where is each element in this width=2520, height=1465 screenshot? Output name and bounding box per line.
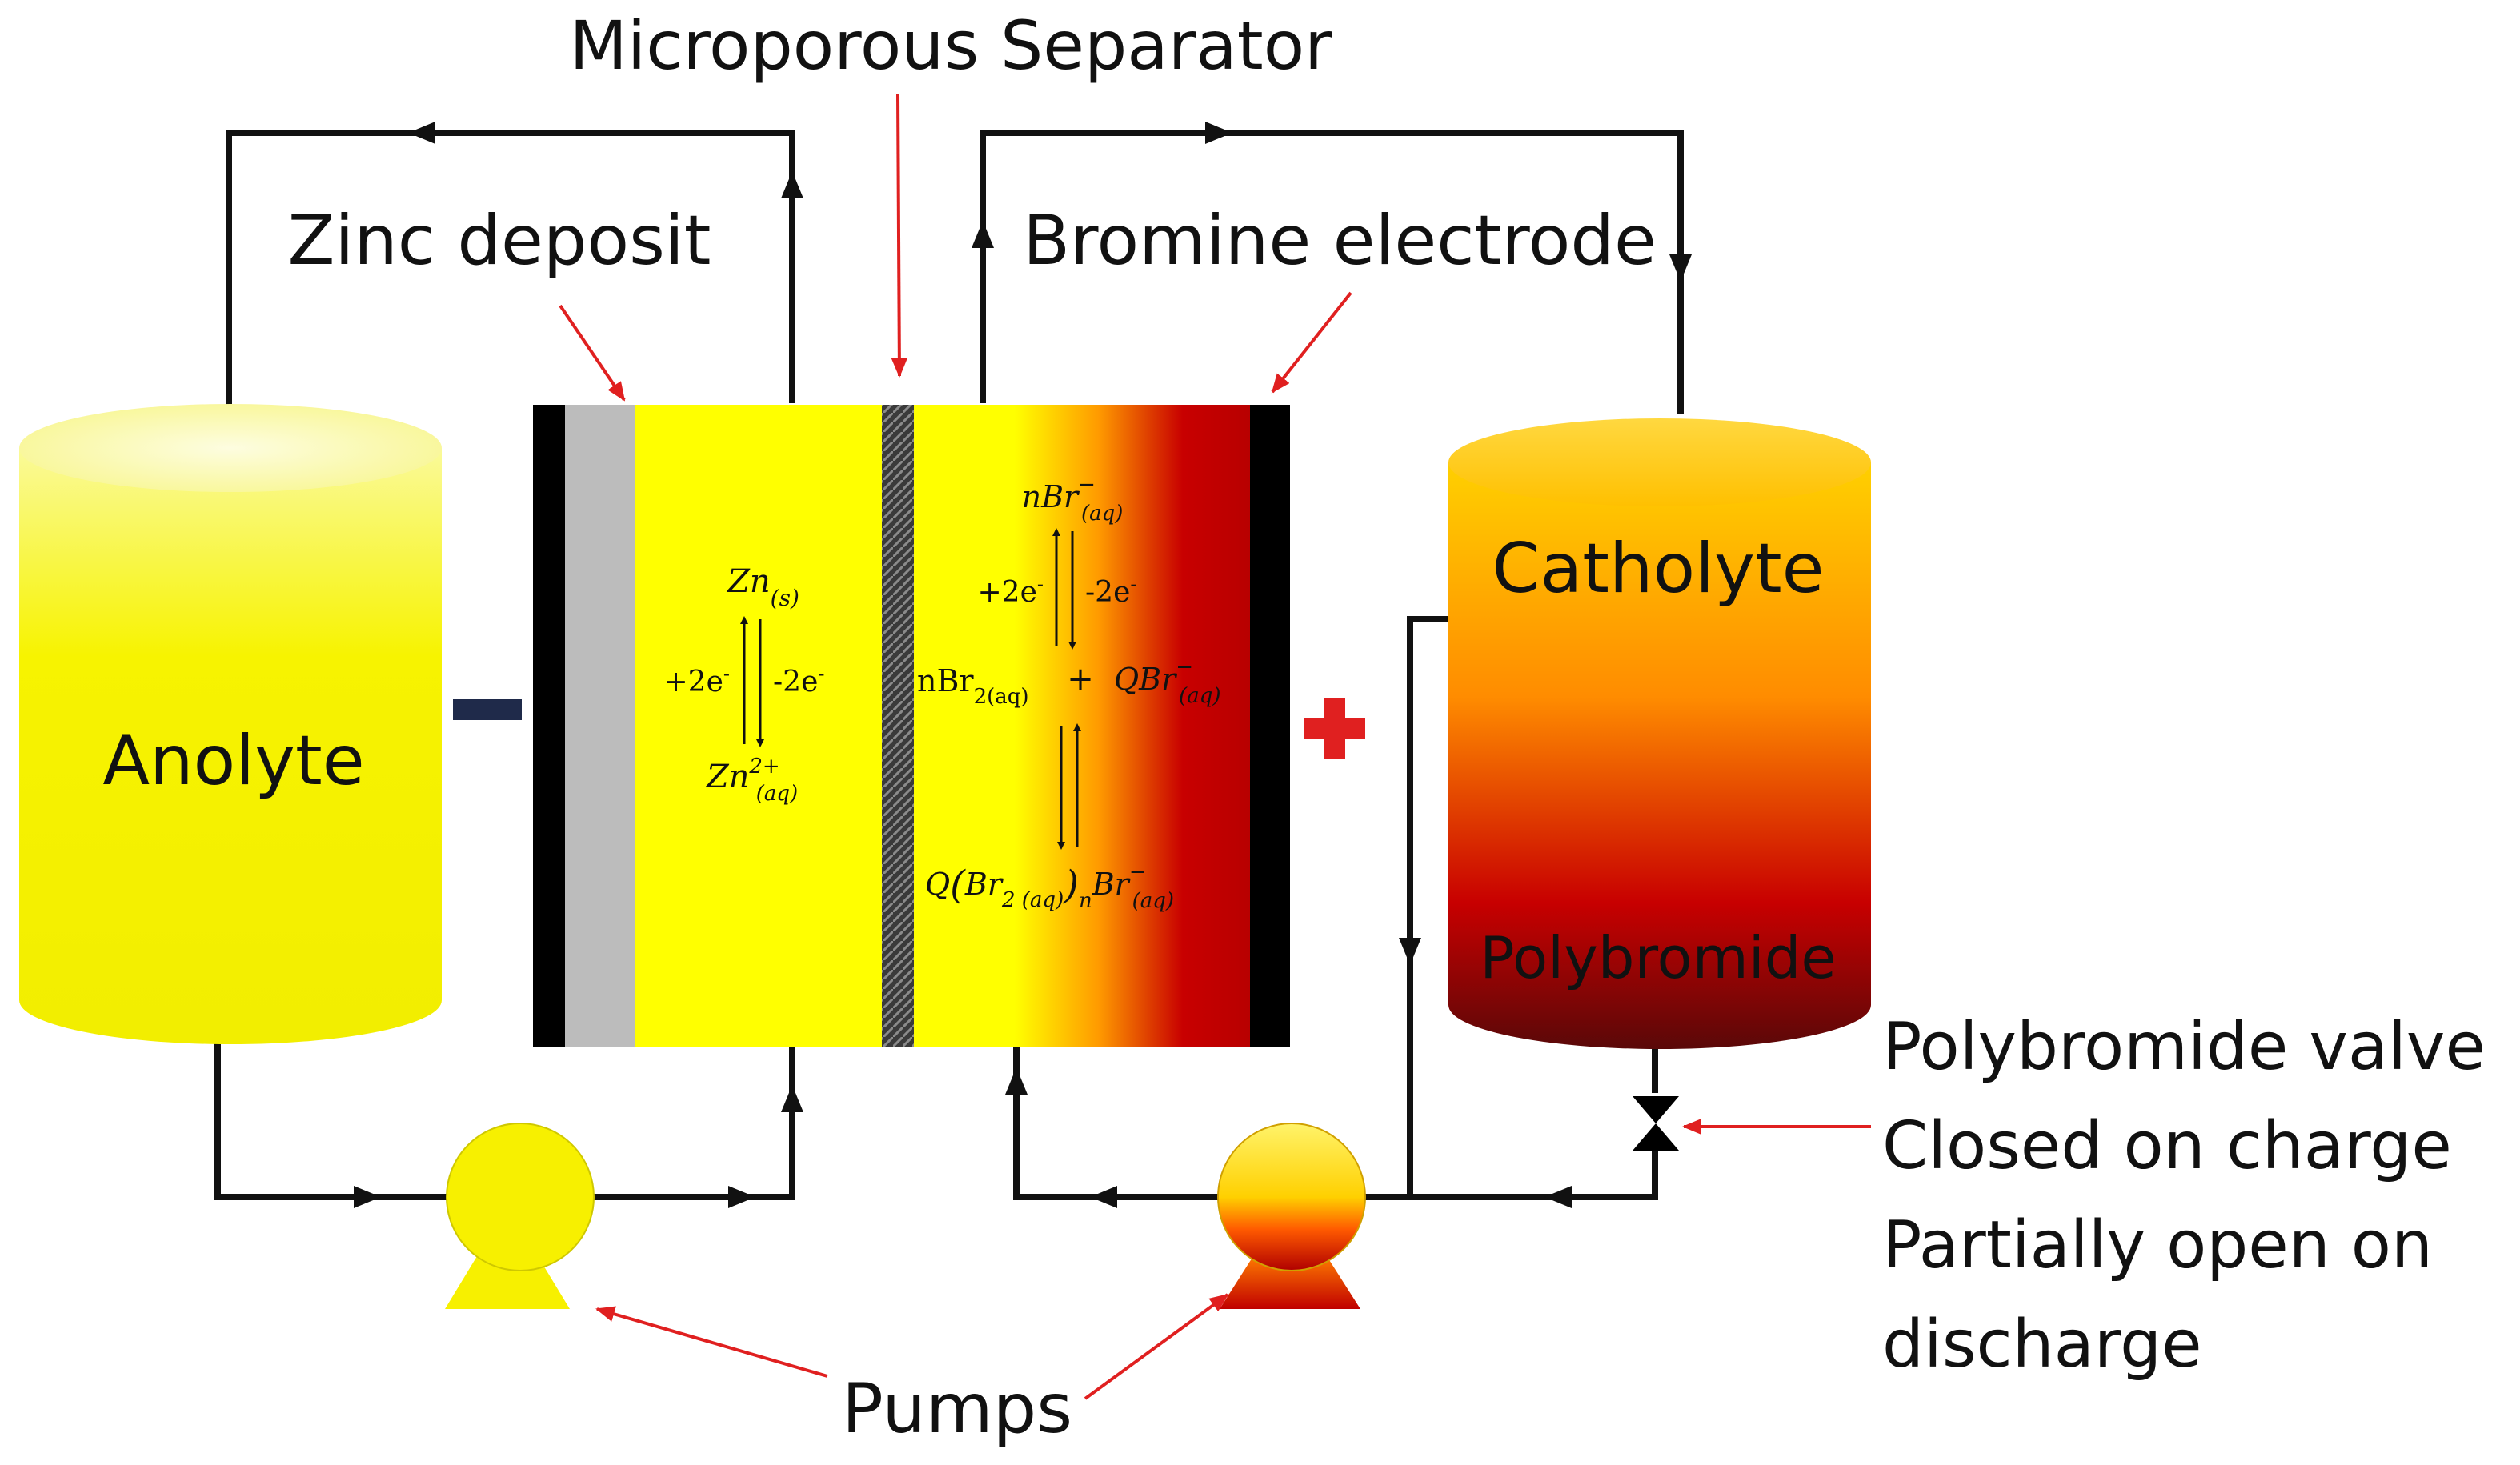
- anolyte-pump-head: [446, 1123, 595, 1271]
- zinc-deposit-layer: [565, 405, 635, 1047]
- catholyte-pump[interactable]: [1217, 1123, 1366, 1309]
- anolyte-label: Anolyte: [102, 721, 364, 801]
- polybromide-complex: Q(Br2 (aq))nBr−(aq): [925, 860, 1174, 913]
- catholyte-tank: Catholyte Polybromide: [1448, 418, 1871, 1049]
- flow-arrow-left-top: [408, 122, 435, 144]
- flow-arrow-right-anolyte-bottom-1: [354, 1186, 381, 1208]
- positive-terminal-sign: [1304, 698, 1365, 759]
- cathode-top-species: nBr−(aq): [1022, 473, 1124, 526]
- zinc-deposit-label: Zinc deposit: [287, 201, 711, 281]
- flow-arrow-down-bypass: [1399, 938, 1421, 965]
- pipe-anolyte-top: [226, 130, 795, 410]
- anode-reaction: Zn(s) +2e- -2e- Zn2+(aq): [664, 563, 825, 806]
- cathode-plus: +: [1067, 661, 1094, 698]
- bromine-electrode-label: Bromine electrode: [1023, 201, 1657, 281]
- cathode-compartment: [914, 405, 1250, 1047]
- cell-stack: [533, 405, 1290, 1047]
- flow-arrow-right-anolyte-bottom-2: [728, 1186, 755, 1208]
- cathode-reaction: nBr−(aq) +2e- -2e- nBr2(aq) + QBr−(aq) Q…: [917, 473, 1220, 913]
- anolyte-pump-base: [445, 1256, 570, 1309]
- flow-arrow-up-cathode-inlet: [1005, 1067, 1028, 1095]
- catholyte-tank-top: [1448, 418, 1871, 506]
- polybromide-label: Polybromide: [1480, 924, 1836, 991]
- flow-arrow-down-catholyte-inlet: [1669, 254, 1692, 282]
- pointer-arrows: [559, 94, 1871, 1400]
- anolyte-tank: Anolyte: [19, 404, 442, 1044]
- pointer-pump-right: [1084, 1293, 1229, 1400]
- pipe-catholyte-bypass: [1407, 616, 1448, 1197]
- flow-arrow-left-catholyte-bottom-2: [1544, 1186, 1572, 1208]
- cathode-qbr-species: QBr−(aq): [1114, 655, 1220, 708]
- polybromide-valve[interactable]: [1633, 1093, 1679, 1151]
- negative-electrode-plate: [533, 405, 565, 1047]
- negative-terminal-sign: [453, 699, 522, 720]
- valve-note-line-4: discharge: [1882, 1307, 2202, 1383]
- pointer-separator: [891, 94, 907, 378]
- valve-note-line-2: Closed on charge: [1882, 1108, 2452, 1184]
- anode-discharge-label: -2e-: [773, 662, 824, 698]
- pointer-zinc-deposit: [559, 304, 626, 402]
- anode-product: Zn2+(aq): [705, 755, 798, 806]
- anode-charge-label: +2e-: [664, 662, 730, 698]
- cathode-discharge-label: -2e-: [1085, 573, 1136, 609]
- flow-arrow-left-catholyte-bottom-1: [1090, 1186, 1117, 1208]
- anolyte-tank-top: [19, 404, 442, 492]
- cathode-charge-label: +2e-: [978, 573, 1044, 609]
- pointer-bromine-electrode: [1271, 291, 1352, 394]
- flow-arrow-up-anode-inlet: [781, 1085, 803, 1112]
- valve-note-line-1: Polybromide valve: [1882, 1009, 2486, 1085]
- anode-reactant: Zn(s): [726, 563, 799, 611]
- flow-arrow-up-anode-return: [781, 171, 803, 198]
- bromine-electrode-plate: [1250, 405, 1290, 1047]
- catholyte-pump-head: [1217, 1123, 1366, 1271]
- flow-arrow-up-cathode-return: [972, 221, 994, 248]
- catholyte-tank-body: [1448, 462, 1871, 1049]
- catholyte-pump-base: [1220, 1256, 1360, 1309]
- anode-compartment: [635, 405, 882, 1047]
- microporous-separator: [882, 405, 914, 1047]
- separator-label: Microporous Separator: [569, 6, 1332, 85]
- pointer-pump-left: [595, 1306, 828, 1378]
- anolyte-pump[interactable]: [445, 1123, 595, 1309]
- valve-note: Polybromide valve Closed on charge Parti…: [1882, 1009, 2486, 1383]
- flow-arrow-right-top: [1205, 122, 1232, 144]
- anolyte-tank-body: [19, 448, 442, 1044]
- pumps-label: Pumps: [842, 1369, 1072, 1449]
- cathode-bromine-species: nBr2(aq): [917, 663, 1029, 709]
- flow-arrows: [354, 122, 1692, 1208]
- catholyte-label: Catholyte: [1492, 529, 1824, 609]
- valve-note-line-3: Partially open on: [1882, 1207, 2433, 1283]
